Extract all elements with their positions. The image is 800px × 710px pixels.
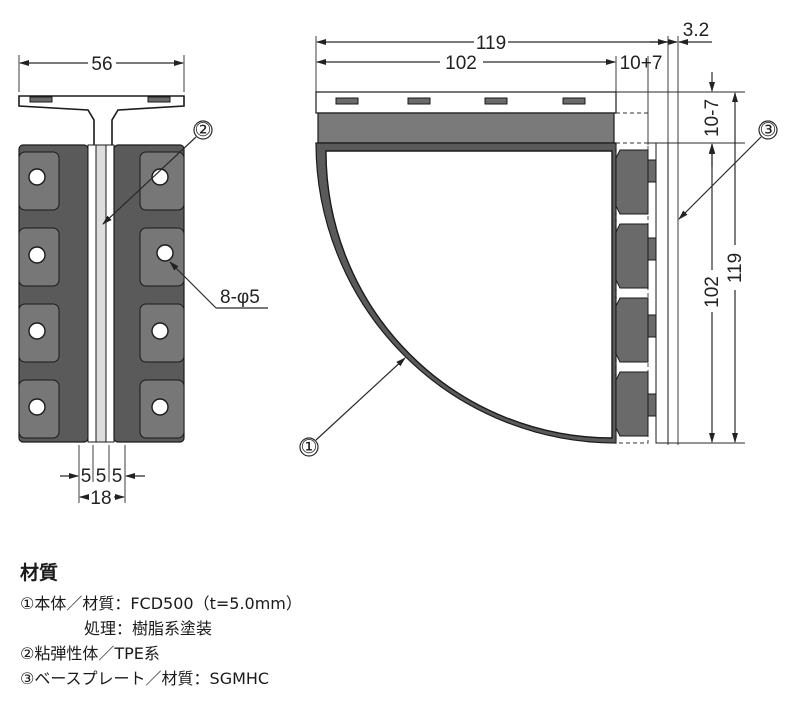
- dim-56: 56: [91, 54, 112, 75]
- left-view: 56: [18, 54, 268, 509]
- technical-drawing: 56: [18, 20, 778, 509]
- materials-line-3: ②粘弾性体／TPE系: [20, 644, 160, 663]
- materials-line-1: ①本体／材質：FCD500（t=5.0mm）: [20, 594, 302, 613]
- dim-gap-1: 5: [81, 466, 92, 487]
- marker-1: ①: [300, 437, 317, 458]
- dim-side-119: 119: [725, 253, 746, 283]
- materials-line-2: 処理：樹脂系塗装: [20, 619, 213, 638]
- materials-section: 材質 ①本体／材質：FCD500（t=5.0mm） 処理：樹脂系塗装 ②粘弾性体…: [20, 558, 620, 691]
- dim-top-102: 102: [445, 53, 477, 74]
- side-lugs: [615, 149, 657, 437]
- left-block: [18, 144, 89, 443]
- dim-top-10-7: 10+7: [620, 53, 663, 74]
- dim-gap-3: 5: [112, 466, 123, 487]
- dim-18: 18: [90, 488, 111, 509]
- materials-line-4: ③ベースプレート／材質：SGMHC: [20, 669, 270, 688]
- dim-3-2: 3.2: [683, 20, 709, 41]
- marker-3: ③: [759, 120, 776, 141]
- dim-top-119: 119: [476, 33, 506, 54]
- dim-side-10-7: 10-7: [702, 99, 723, 137]
- materials-heading: 材質: [20, 562, 59, 584]
- hole-callout: 8-φ5: [220, 287, 260, 308]
- right-view: 119 3.2 102 10+7: [299, 20, 778, 458]
- dim-gap-2: 5: [96, 466, 107, 487]
- marker-2: ②: [194, 120, 211, 141]
- dim-side-102: 102: [702, 276, 723, 308]
- right-block: [113, 144, 185, 443]
